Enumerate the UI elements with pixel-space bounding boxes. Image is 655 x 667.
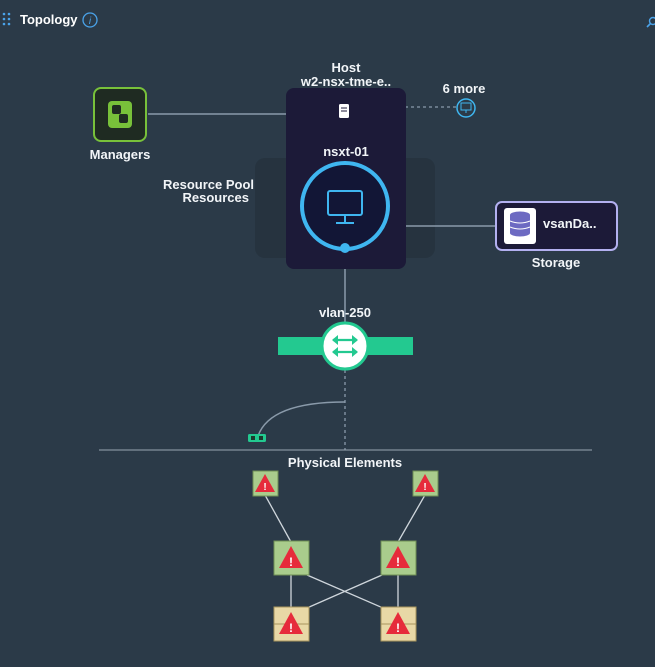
svg-text:!: ! — [423, 482, 426, 493]
alert-triangle-icon — [279, 546, 303, 568]
drag-handle-icon[interactable] — [2, 12, 12, 26]
uplink-link — [257, 401, 346, 437]
more-label[interactable]: 6 more — [442, 81, 486, 96]
svg-text:!: ! — [263, 482, 266, 493]
alert-triangle-icon — [386, 612, 410, 634]
managers-label: Managers — [89, 147, 151, 162]
vm-node[interactable] — [300, 161, 390, 253]
segment-name[interactable]: vlan-250 — [318, 305, 372, 320]
alert-triangle-icon — [386, 546, 410, 568]
more-node[interactable] — [456, 98, 476, 118]
physical-device-top-right[interactable]: ! — [412, 470, 439, 497]
resource-pool-sublabel: Resources — [182, 190, 249, 205]
physical-elements-label: Physical Elements — [287, 455, 403, 470]
info-icon[interactable]: i — [82, 12, 98, 28]
server-icon — [339, 104, 349, 118]
svg-text:!: ! — [396, 621, 400, 635]
physical-device-bottom-right[interactable]: ! — [380, 606, 417, 642]
managers-node[interactable] — [93, 87, 147, 142]
monitor-icon — [327, 190, 363, 224]
alert-triangle-icon — [255, 474, 275, 492]
physical-device-mid-right[interactable]: ! — [380, 540, 417, 576]
storage-node[interactable] — [495, 201, 618, 251]
svg-text:!: ! — [289, 621, 293, 635]
alert-triangle-icon — [279, 612, 303, 634]
switch-arrows-icon — [332, 335, 358, 357]
storage-label: Storage — [531, 255, 581, 270]
storage-name[interactable]: vsanDa.. — [543, 216, 597, 231]
physical-device-bottom-left[interactable]: ! — [273, 606, 310, 642]
database-icon — [509, 211, 531, 237]
physical-links — [264, 494, 426, 609]
vm-name[interactable]: nsxt-01 — [323, 144, 369, 159]
uplink-port[interactable] — [248, 434, 266, 442]
physical-device-mid-left[interactable]: ! — [273, 540, 310, 576]
host-caption: Host — [331, 60, 361, 75]
host-name[interactable]: w2-nsx-tme-e.. — [300, 74, 392, 89]
vm-port — [340, 243, 350, 253]
svg-text:!: ! — [396, 555, 400, 569]
svg-text:i: i — [89, 16, 92, 27]
segment-node[interactable] — [278, 321, 413, 371]
nsx-managers-icon — [108, 101, 132, 128]
svg-text:!: ! — [289, 555, 293, 569]
resource-pool-label: Resource Pool — [162, 177, 254, 192]
physical-device-top-left[interactable]: ! — [252, 470, 279, 497]
search-icon[interactable] — [646, 16, 655, 30]
page-title: Topology — [20, 12, 78, 27]
alert-triangle-icon — [415, 474, 435, 492]
